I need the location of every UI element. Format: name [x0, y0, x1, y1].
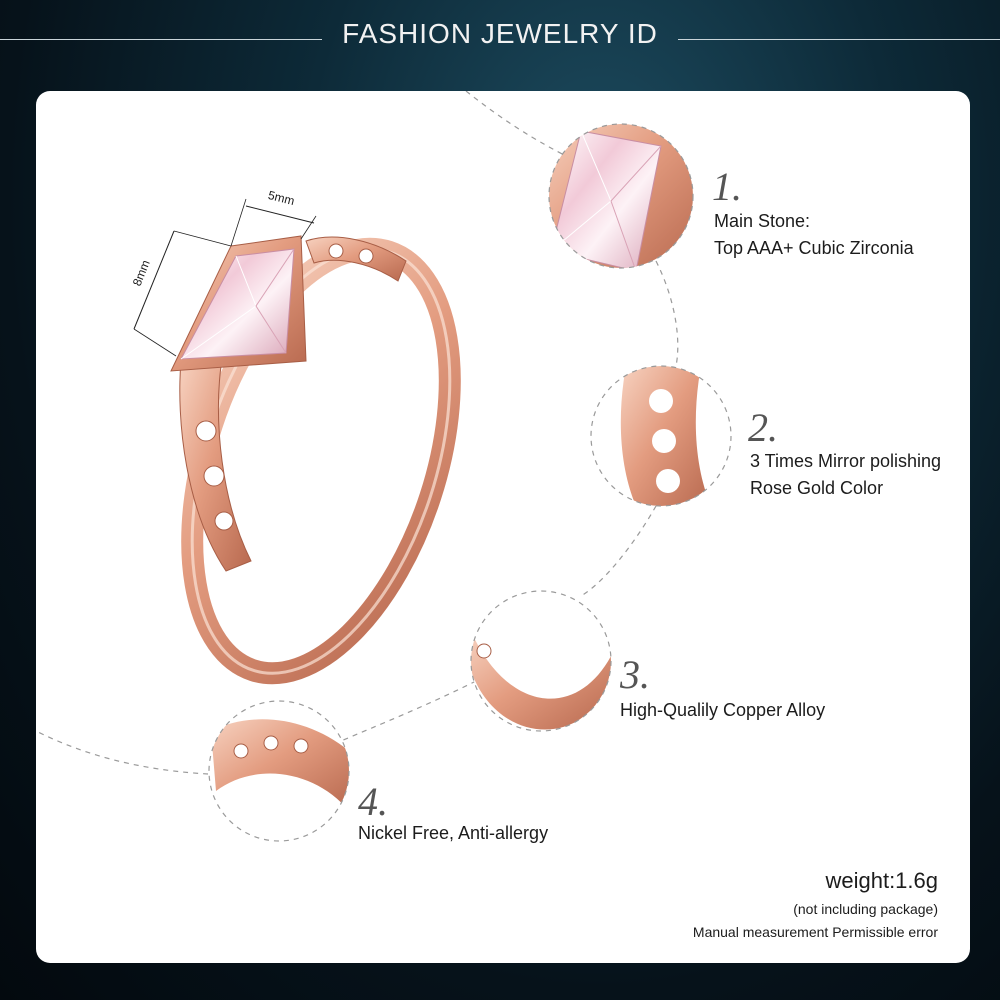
- product-card: 5mm 8mm 1. Main Stone: Top AAA+ Cubic Zi…: [36, 91, 970, 963]
- feature-4-title: Nickel Free, Anti-allergy: [358, 823, 549, 843]
- dashed-connector: [36, 91, 679, 775]
- feature-2-number: 2.: [748, 405, 778, 450]
- weight-disclaimer: Manual measurement Permissible error: [692, 924, 938, 940]
- detail-circle-stone: [548, 123, 694, 269]
- weight-label: weight:1.6g: [825, 868, 938, 893]
- page-title: FASHION JEWELRY ID: [342, 18, 658, 49]
- feature-3-number: 3.: [620, 652, 650, 697]
- ring-main-image: [133, 198, 461, 685]
- header-line-left: [0, 39, 322, 40]
- header-line-right: [678, 39, 1000, 40]
- feature-2-detail: Rose Gold Color: [750, 478, 884, 498]
- weight-note: (not including package): [793, 901, 938, 917]
- illustration-layer: [36, 91, 732, 842]
- detail-circle-filigree: [590, 365, 732, 507]
- feature-1-number: 1.: [712, 164, 742, 209]
- feature-1-title: Main Stone:: [714, 211, 811, 231]
- feature-2-title: 3 Times Mirror polishing: [750, 451, 942, 471]
- detail-circle-band: [470, 590, 612, 732]
- feature-1-detail: Top AAA+ Cubic Zirconia: [714, 238, 914, 258]
- feature-3-title: High-Qualily Copper Alloy: [620, 700, 826, 720]
- feature-4-number: 4.: [358, 779, 388, 824]
- detail-circle-shoulder: [208, 700, 350, 842]
